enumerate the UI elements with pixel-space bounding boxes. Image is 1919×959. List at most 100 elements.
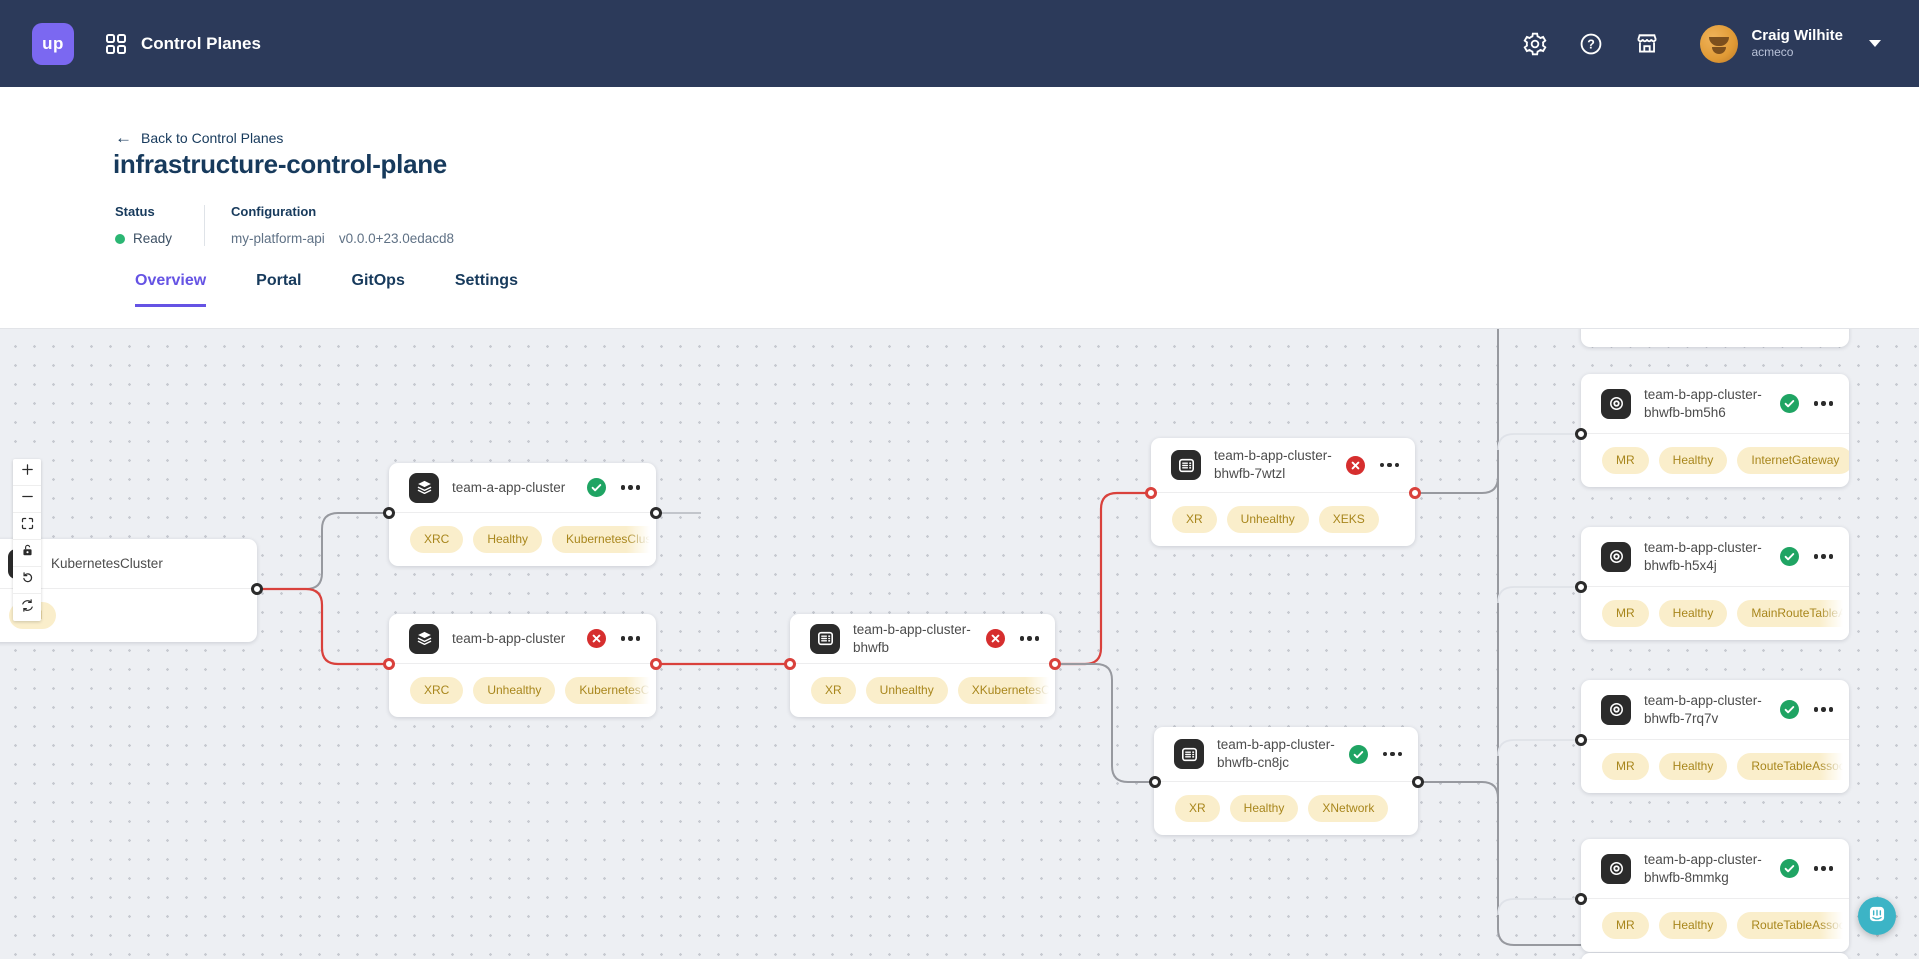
lock-icon	[20, 543, 35, 563]
connection-port	[1575, 734, 1587, 746]
node-pills: MRHealthyRouteTableAssociation	[1581, 740, 1849, 793]
connection-port	[1575, 428, 1587, 440]
tab-portal[interactable]: Portal	[256, 272, 302, 289]
managed-resource-icon	[1601, 694, 1631, 725]
tab-gitops[interactable]: GitOps	[351, 272, 405, 289]
graph-node-partial-card-bottom[interactable]	[1581, 953, 1849, 959]
node-pills: XRCUnhealthyKubernetesCluster	[389, 664, 656, 717]
layers-icon	[409, 623, 439, 654]
node-header: team-a-app-cluster	[389, 463, 656, 513]
unhealthy-x-icon	[985, 629, 1005, 648]
healthy-check-icon	[1779, 547, 1799, 566]
marketplace-icon[interactable]	[1634, 31, 1660, 57]
healthy-check-icon	[586, 478, 606, 497]
refresh-cycle-icon	[20, 598, 35, 618]
node-title: team-b-app-cluster-bhwfb-8mmkg	[1644, 851, 1762, 885]
tab-settings[interactable]: Settings	[454, 272, 518, 289]
healthy-check-icon	[1348, 744, 1368, 764]
node-menu-button[interactable]	[618, 485, 640, 490]
refresh-button[interactable]	[13, 594, 41, 621]
pill-fade	[1025, 665, 1055, 717]
help-icon[interactable]: ?	[1578, 31, 1604, 57]
node-menu-button[interactable]	[618, 636, 640, 641]
tab-overview[interactable]: Overview	[135, 272, 207, 307]
page-header: ← Back to Control Planes infrastructure-…	[0, 87, 1919, 328]
chevron-down-icon[interactable]	[1869, 40, 1881, 47]
graph-node-partial-card-top[interactable]	[1581, 329, 1849, 347]
user-org: acmeco	[1751, 45, 1794, 60]
edge	[257, 587, 389, 666]
node-header: team-b-app-cluster-bhwfb	[790, 614, 1055, 664]
node-title: KubernetesCluster	[51, 555, 163, 571]
lock-button[interactable]	[13, 540, 41, 567]
node-title: team-b-app-cluster	[452, 630, 566, 646]
node-menu-button[interactable]	[1377, 462, 1399, 468]
connection-port	[650, 507, 662, 519]
upbound-logo[interactable]: up	[32, 22, 74, 65]
node-menu-button[interactable]	[1811, 554, 1833, 559]
edge	[1055, 491, 1151, 666]
badge-xrc: XRC	[410, 526, 464, 553]
pill-fade	[626, 665, 656, 717]
apps-grid-icon[interactable]	[104, 32, 128, 56]
connection-port	[1575, 893, 1587, 905]
edge	[1415, 476, 1499, 494]
back-link[interactable]: ← Back to Control Planes	[115, 129, 283, 146]
chat-launcher-button[interactable]	[1858, 897, 1896, 935]
badge-mr: MR	[1602, 912, 1649, 939]
node-menu-button[interactable]	[1811, 866, 1833, 871]
pill-fade	[626, 514, 656, 566]
graph-node-team-b-app-cluster[interactable]: team-b-app-clusterXRCUnhealthyKubernetes…	[389, 614, 656, 717]
node-menu-button[interactable]	[1811, 707, 1833, 712]
node-menu-button[interactable]	[1380, 751, 1402, 757]
fit-view-button[interactable]	[13, 513, 41, 540]
back-link-label: Back to Control Planes	[141, 129, 284, 146]
app-title: Control Planes	[141, 33, 261, 53]
connection-port	[1412, 776, 1424, 788]
node-menu-button[interactable]	[1811, 401, 1833, 406]
unhealthy-x-icon	[1345, 455, 1365, 475]
resource-table-icon	[1171, 450, 1201, 480]
minus-icon	[20, 489, 35, 509]
node-menu-button[interactable]	[1017, 636, 1039, 641]
settings-gear-icon[interactable]	[1522, 31, 1548, 57]
node-header: team-b-app-cluster-bhwfb-7rq7v	[1581, 680, 1849, 740]
badge-healthy: Healthy	[1658, 447, 1728, 474]
status-column: Status Ready	[115, 205, 172, 246]
graph-edges	[257, 329, 1581, 946]
meta-divider	[204, 205, 206, 246]
configuration-column: Configuration my-platform-api v0.0.0+23.…	[231, 205, 454, 246]
zoom-out-button[interactable]	[13, 486, 41, 513]
node-pills: MRHealthyRouteTableAssociation	[1581, 899, 1849, 952]
badge-unhealthy: Unhealthy	[1226, 506, 1309, 533]
user-avatar[interactable]	[1700, 24, 1739, 63]
pill-fade	[1819, 900, 1849, 952]
graph-canvas[interactable]: KKubernetesClusterAPIteam-a-app-clusterX…	[0, 328, 1919, 959]
configuration-version: v0.0.0+23.0edacd8	[338, 231, 455, 246]
page-title: infrastructure-control-plane	[113, 149, 447, 179]
connection-port	[784, 658, 796, 670]
edge	[1497, 433, 1581, 451]
edge	[1055, 663, 1155, 783]
managed-resource-icon	[1601, 541, 1631, 572]
resource-table-icon	[1174, 739, 1204, 769]
top-navbar: up Control Planes ?	[0, 0, 1919, 87]
badge-xnetwork: XNetwork	[1308, 795, 1389, 822]
rotate-button[interactable]	[13, 567, 41, 594]
node-title: team-a-app-cluster	[452, 479, 566, 495]
badge-unhealthy: Unhealthy	[865, 677, 948, 704]
node-header: team-b-app-cluster-bhwfb-7wtzl	[1151, 438, 1415, 493]
node-title: team-b-app-cluster-bhwfb-7wtzl	[1214, 448, 1332, 481]
node-header: team-b-app-cluster-bhwfb-8mmkg	[1581, 839, 1849, 899]
zoom-in-button[interactable]	[13, 459, 41, 486]
